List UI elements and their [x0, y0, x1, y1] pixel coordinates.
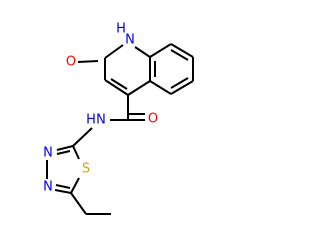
- bond-c8a-n1: [134, 46, 151, 58]
- atom-label-n-ring-b: N: [43, 180, 53, 195]
- quinolinone-bonds: [77, 43, 194, 96]
- atom-label-nh-amide-n: N: [96, 113, 106, 128]
- bond-c2t-n3-inner: [56, 150, 71, 155]
- bond-c4-c4a: [127, 80, 151, 96]
- atom-label-s-ring: S: [82, 162, 90, 177]
- bond-c5t-ch2: [70, 192, 87, 215]
- atom-label-nh-amide-h: H: [86, 113, 96, 128]
- bond-c5t-s: [70, 177, 80, 194]
- bond-s-c2t: [72, 145, 80, 160]
- bond-c5-c4a: [149, 80, 172, 95]
- bond-n1-c2: [104, 44, 124, 59]
- bond-c2t-n3: [56, 145, 74, 151]
- bond-c6-c5-inner: [170, 77, 189, 89]
- bond-c3-c4-inner: [110, 78, 128, 90]
- bond-c8a-c8: [149, 43, 172, 58]
- atom-label-o-amide: O: [148, 112, 158, 127]
- bond-n4-c5t-inner: [55, 184, 71, 189]
- atom-label-n1h: H: [116, 22, 126, 37]
- amide-bonds: [110, 95, 145, 121]
- bond-c8-c7: [170, 43, 194, 58]
- atom-label-n1: N: [125, 33, 135, 48]
- bond-c2-o: [77, 60, 99, 63]
- bond-c6-c5: [170, 80, 194, 95]
- atom-label-n-ring-a: N: [43, 146, 53, 161]
- bond-c8-c7-inner: [170, 49, 189, 61]
- atom-label-o-lactam: O: [66, 55, 76, 70]
- thiadiazole-bonds: [46, 127, 111, 215]
- bond-c3-c4: [104, 79, 129, 96]
- bond-n4-c5t: [54, 189, 72, 194]
- atom-labels: H N O O N H N N S: [43, 22, 158, 195]
- bond-nh-c2t: [72, 127, 93, 147]
- chemical-structure: H N O O N H N N S: [43, 22, 194, 215]
